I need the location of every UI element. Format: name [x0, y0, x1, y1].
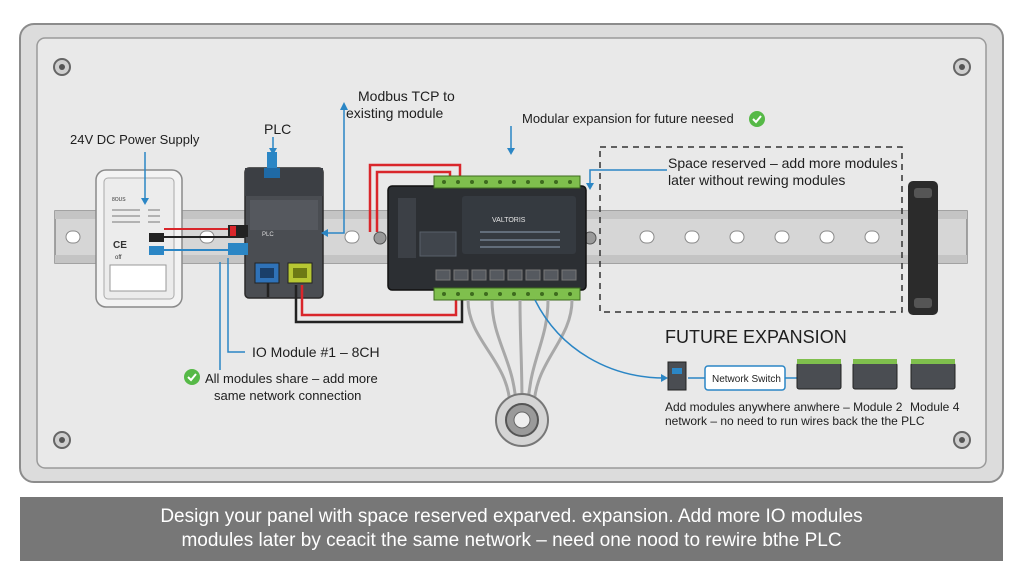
bottom-cable-gland — [495, 393, 549, 447]
label-plc: PLC — [264, 121, 291, 137]
psu-label: 8OUS — [112, 197, 126, 203]
psu-off-label: off — [115, 255, 122, 261]
label-future-1b: Module 4 — [910, 400, 960, 414]
check-icon — [749, 111, 765, 127]
label-shared-2: same network connection — [214, 388, 361, 403]
caption-bar: Design your panel with space reserved ex… — [20, 497, 1003, 561]
cable-gland-left — [373, 231, 387, 245]
label-space-reserved-1: Space reserved – add more modules — [668, 155, 898, 171]
field-cables — [466, 299, 574, 406]
plc-tag: PLC — [262, 232, 274, 238]
label-modbus-1: Modbus TCP to — [358, 88, 455, 104]
label-network-switch: Network Switch — [712, 374, 781, 385]
label-power-supply: 24V DC Power Supply — [70, 132, 200, 147]
io-brand: VALTORIS — [492, 217, 526, 224]
label-modular-expansion: Modular expansion for future neesed — [522, 111, 734, 126]
caption-line-1: Design your panel with space reserved ex… — [160, 506, 863, 527]
label-future-1: Add modules anywhere anwhere – Module 2 — [665, 400, 903, 414]
rail-end-stop — [908, 181, 938, 315]
plc-io-wires — [266, 163, 464, 324]
corner-screws — [53, 58, 971, 449]
callout-lines — [144, 109, 797, 379]
io-module: VALTORIS — [387, 175, 587, 301]
label-modbus-2: existing module — [346, 105, 443, 121]
label-io-module: IO Module #1 – 8CH — [252, 344, 380, 360]
plc-module: PLC — [228, 152, 324, 299]
check-icon — [184, 369, 200, 385]
caption-line-2: modules later by ceacit the same network… — [181, 530, 842, 551]
label-shared-1: All modules share – add more — [205, 371, 378, 386]
power-supply: 8OUS CE off — [95, 169, 183, 308]
label-future-expansion: FUTURE EXPANSION — [665, 327, 847, 347]
label-future-2: network – no need to run wires back the … — [665, 414, 925, 428]
callout-arrowheads — [141, 102, 668, 382]
reserved-space-box — [599, 146, 903, 313]
future-expansion-devices — [667, 359, 956, 391]
ce-mark: CE — [113, 240, 127, 251]
label-space-reserved-2: later without rewing modules — [668, 172, 845, 188]
